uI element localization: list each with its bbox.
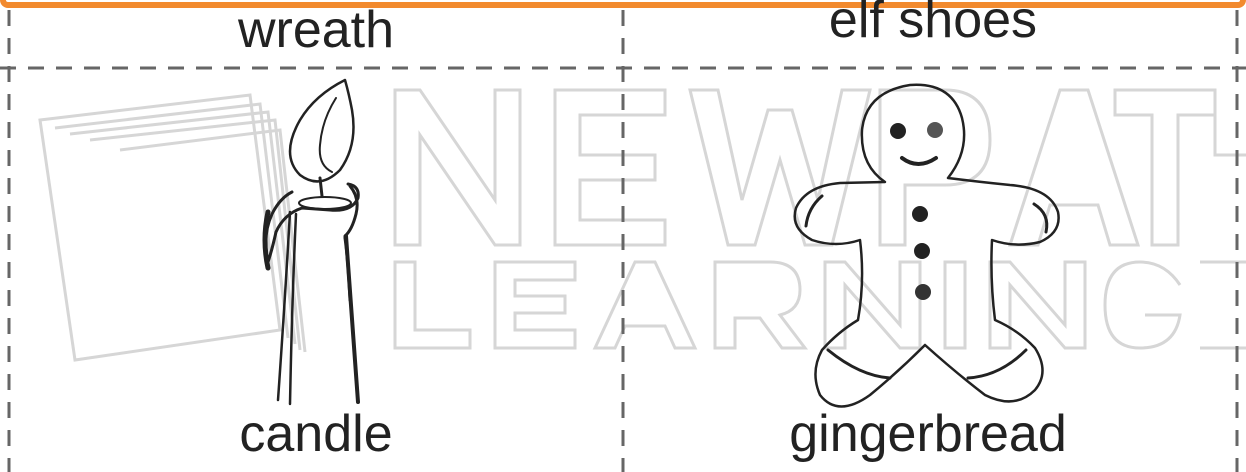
gingerbread-button-3 [915,284,931,300]
cut-lines [0,10,1246,472]
gingerbread-trim-arm-right [1032,202,1049,234]
candle-wick-pool [298,196,352,210]
card-label-gingerbread: gingerbread [789,405,1067,463]
card-sheet-top-border [0,0,1246,8]
candle-drip-left [262,209,271,271]
gingerbread-outline [793,83,1060,408]
candle-body-left-2 [288,212,298,406]
gingerbread-mouth [900,156,938,166]
gingerbread-button-2 [914,243,930,259]
watermark-logo [38,88,1246,362]
gingerbread-trim-leg-left [826,348,892,380]
candle-wick [318,176,324,198]
card-label-elf-shoes: elf shoes [828,0,1038,49]
gingerbread-eye-left [890,123,906,139]
card-label-candle: candle [239,405,393,463]
card-label-wreath: wreath [237,1,395,59]
gingerbread-button-1 [912,206,928,222]
candle-body-left [276,210,292,402]
gingerbread-trim-arm-left [804,194,824,228]
gingerbread-eye-right [927,122,943,138]
candle-body-right [344,234,360,404]
candle-flame-inner [318,97,337,173]
candle-wax-top [264,182,360,264]
gingerbread-trim-leg-right [966,348,1028,380]
candle-illustration [262,78,360,406]
gingerbread-illustration [793,83,1060,408]
